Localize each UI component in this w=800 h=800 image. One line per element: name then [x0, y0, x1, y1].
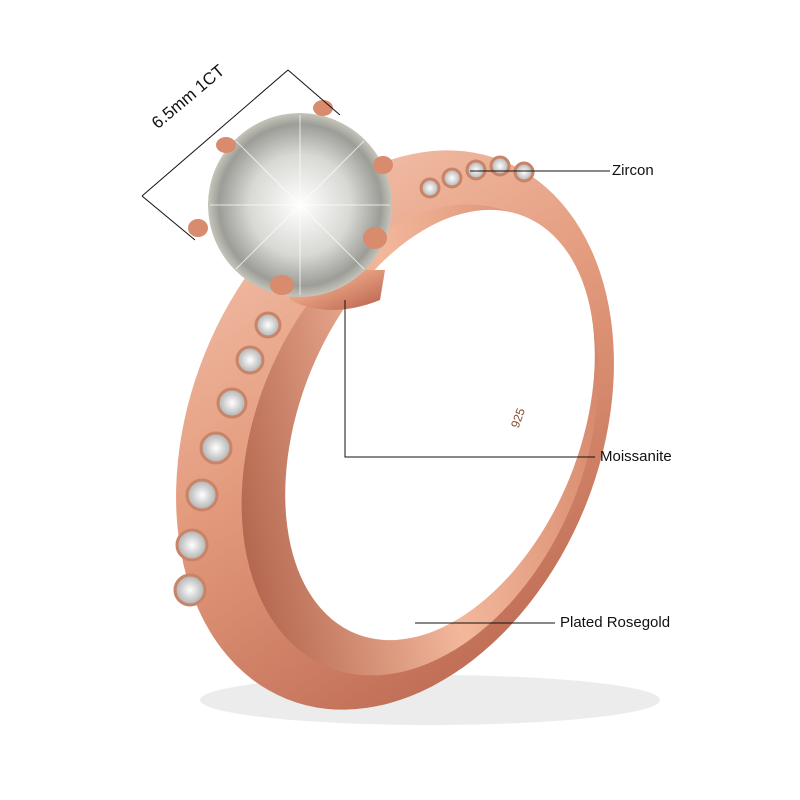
- ring-band: [176, 150, 614, 710]
- annotation-lines: [141, 69, 610, 624]
- prongs: [188, 100, 393, 295]
- stone-facets: [210, 115, 390, 295]
- label-plated-rosegold: Plated Rosegold: [560, 614, 671, 631]
- label-moissanite: Moissanite: [600, 448, 672, 465]
- label-zircon: Zircon: [612, 162, 654, 179]
